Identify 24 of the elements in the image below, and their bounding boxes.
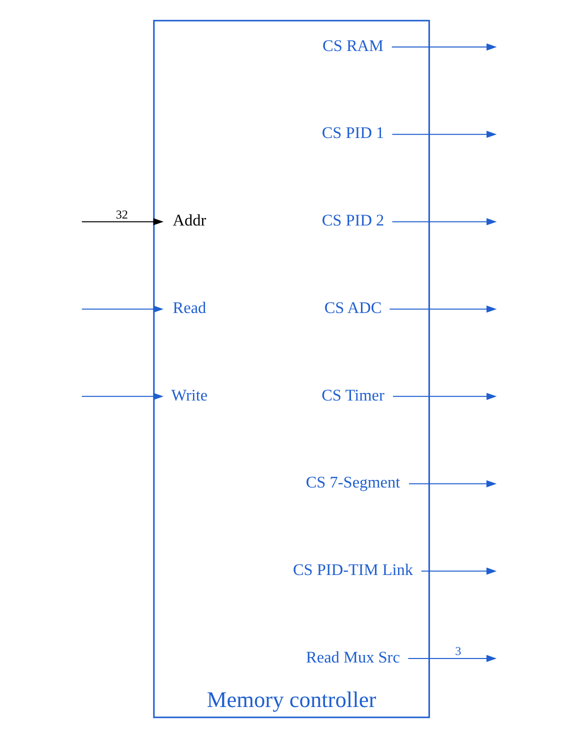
node-text: CS Timer <box>321 386 384 404</box>
node-text: CS PID 1 <box>321 124 384 142</box>
arrow <box>81 306 164 313</box>
arrow <box>392 130 496 138</box>
edge-label: 3 <box>454 644 461 658</box>
arrow <box>420 568 496 575</box>
node-text: CS PID 2 <box>321 212 384 230</box>
arrow <box>391 43 496 51</box>
arrow <box>408 480 496 488</box>
node-text: Read Mux Src <box>306 648 400 666</box>
arrow <box>81 218 164 226</box>
node-text: CS ADC <box>324 298 382 317</box>
node-text: CS 7-Segment <box>305 474 400 492</box>
arrow <box>81 392 164 400</box>
arrow <box>389 306 496 313</box>
edge-label: 32 <box>115 207 128 222</box>
arrow <box>392 392 496 400</box>
node-text: Addr <box>172 212 206 230</box>
node-text: CS RAM <box>322 36 383 55</box>
node-text: Read <box>172 298 206 317</box>
arrow <box>392 218 496 226</box>
node-text: CS PID-TIM Link <box>292 560 413 579</box>
arrow <box>408 654 496 662</box>
node-text: Write <box>170 386 208 404</box>
